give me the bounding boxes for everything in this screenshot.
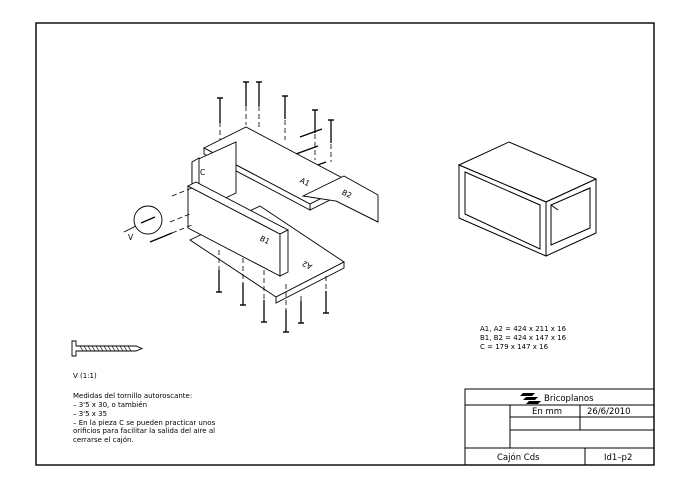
part-label-b1: B1 xyxy=(258,234,271,247)
part-label-c: C xyxy=(200,168,205,177)
note-line-3: – 3'5 x 35 xyxy=(73,410,107,418)
note-line-4: – En la pieza C se pueden practicar unos xyxy=(73,419,216,427)
bottom-screws xyxy=(216,250,329,333)
panel-b2-side xyxy=(301,175,379,223)
note-line-2: – 3'5 x 30, o también xyxy=(73,401,147,409)
title-block xyxy=(464,388,655,466)
drawing-frame xyxy=(35,22,655,466)
sheet-id: Id1–p2 xyxy=(604,453,632,463)
detail-marker-v: V xyxy=(128,233,134,242)
drawing-title: Cajón Cds xyxy=(497,452,540,463)
assembled-box xyxy=(457,141,598,257)
side-screws-left xyxy=(149,187,193,243)
note-line-1: Medidas del tornillo autoroscante: xyxy=(73,392,192,400)
bricoplanos-logo-icon xyxy=(520,393,541,404)
exploded-assembly xyxy=(123,81,379,333)
dimension-line-2: B1, B2 = 424 x 147 x 16 xyxy=(480,334,567,342)
dimension-line-1: A1, A2 = 424 x 211 x 16 xyxy=(480,325,567,333)
part-label-b2: B2 xyxy=(340,188,353,201)
drawing-date: 26/6/2010 xyxy=(587,407,631,417)
note-line-5: orificios para facilitar la salida del a… xyxy=(73,427,215,435)
top-screws xyxy=(217,81,334,162)
scale-caption: V (1:1) xyxy=(73,372,97,380)
dimension-line-3: C = 179 x 147 x 16 xyxy=(480,343,549,351)
detail-circle-v xyxy=(133,205,163,235)
screw-detail xyxy=(71,340,144,357)
note-line-6: cerrarse el cajón. xyxy=(73,436,134,444)
units-label: En mm xyxy=(532,407,562,417)
company-name: Bricoplanos xyxy=(544,394,594,404)
part-label-a1: A1 xyxy=(298,176,311,189)
part-label-a2: A2 xyxy=(301,259,314,272)
